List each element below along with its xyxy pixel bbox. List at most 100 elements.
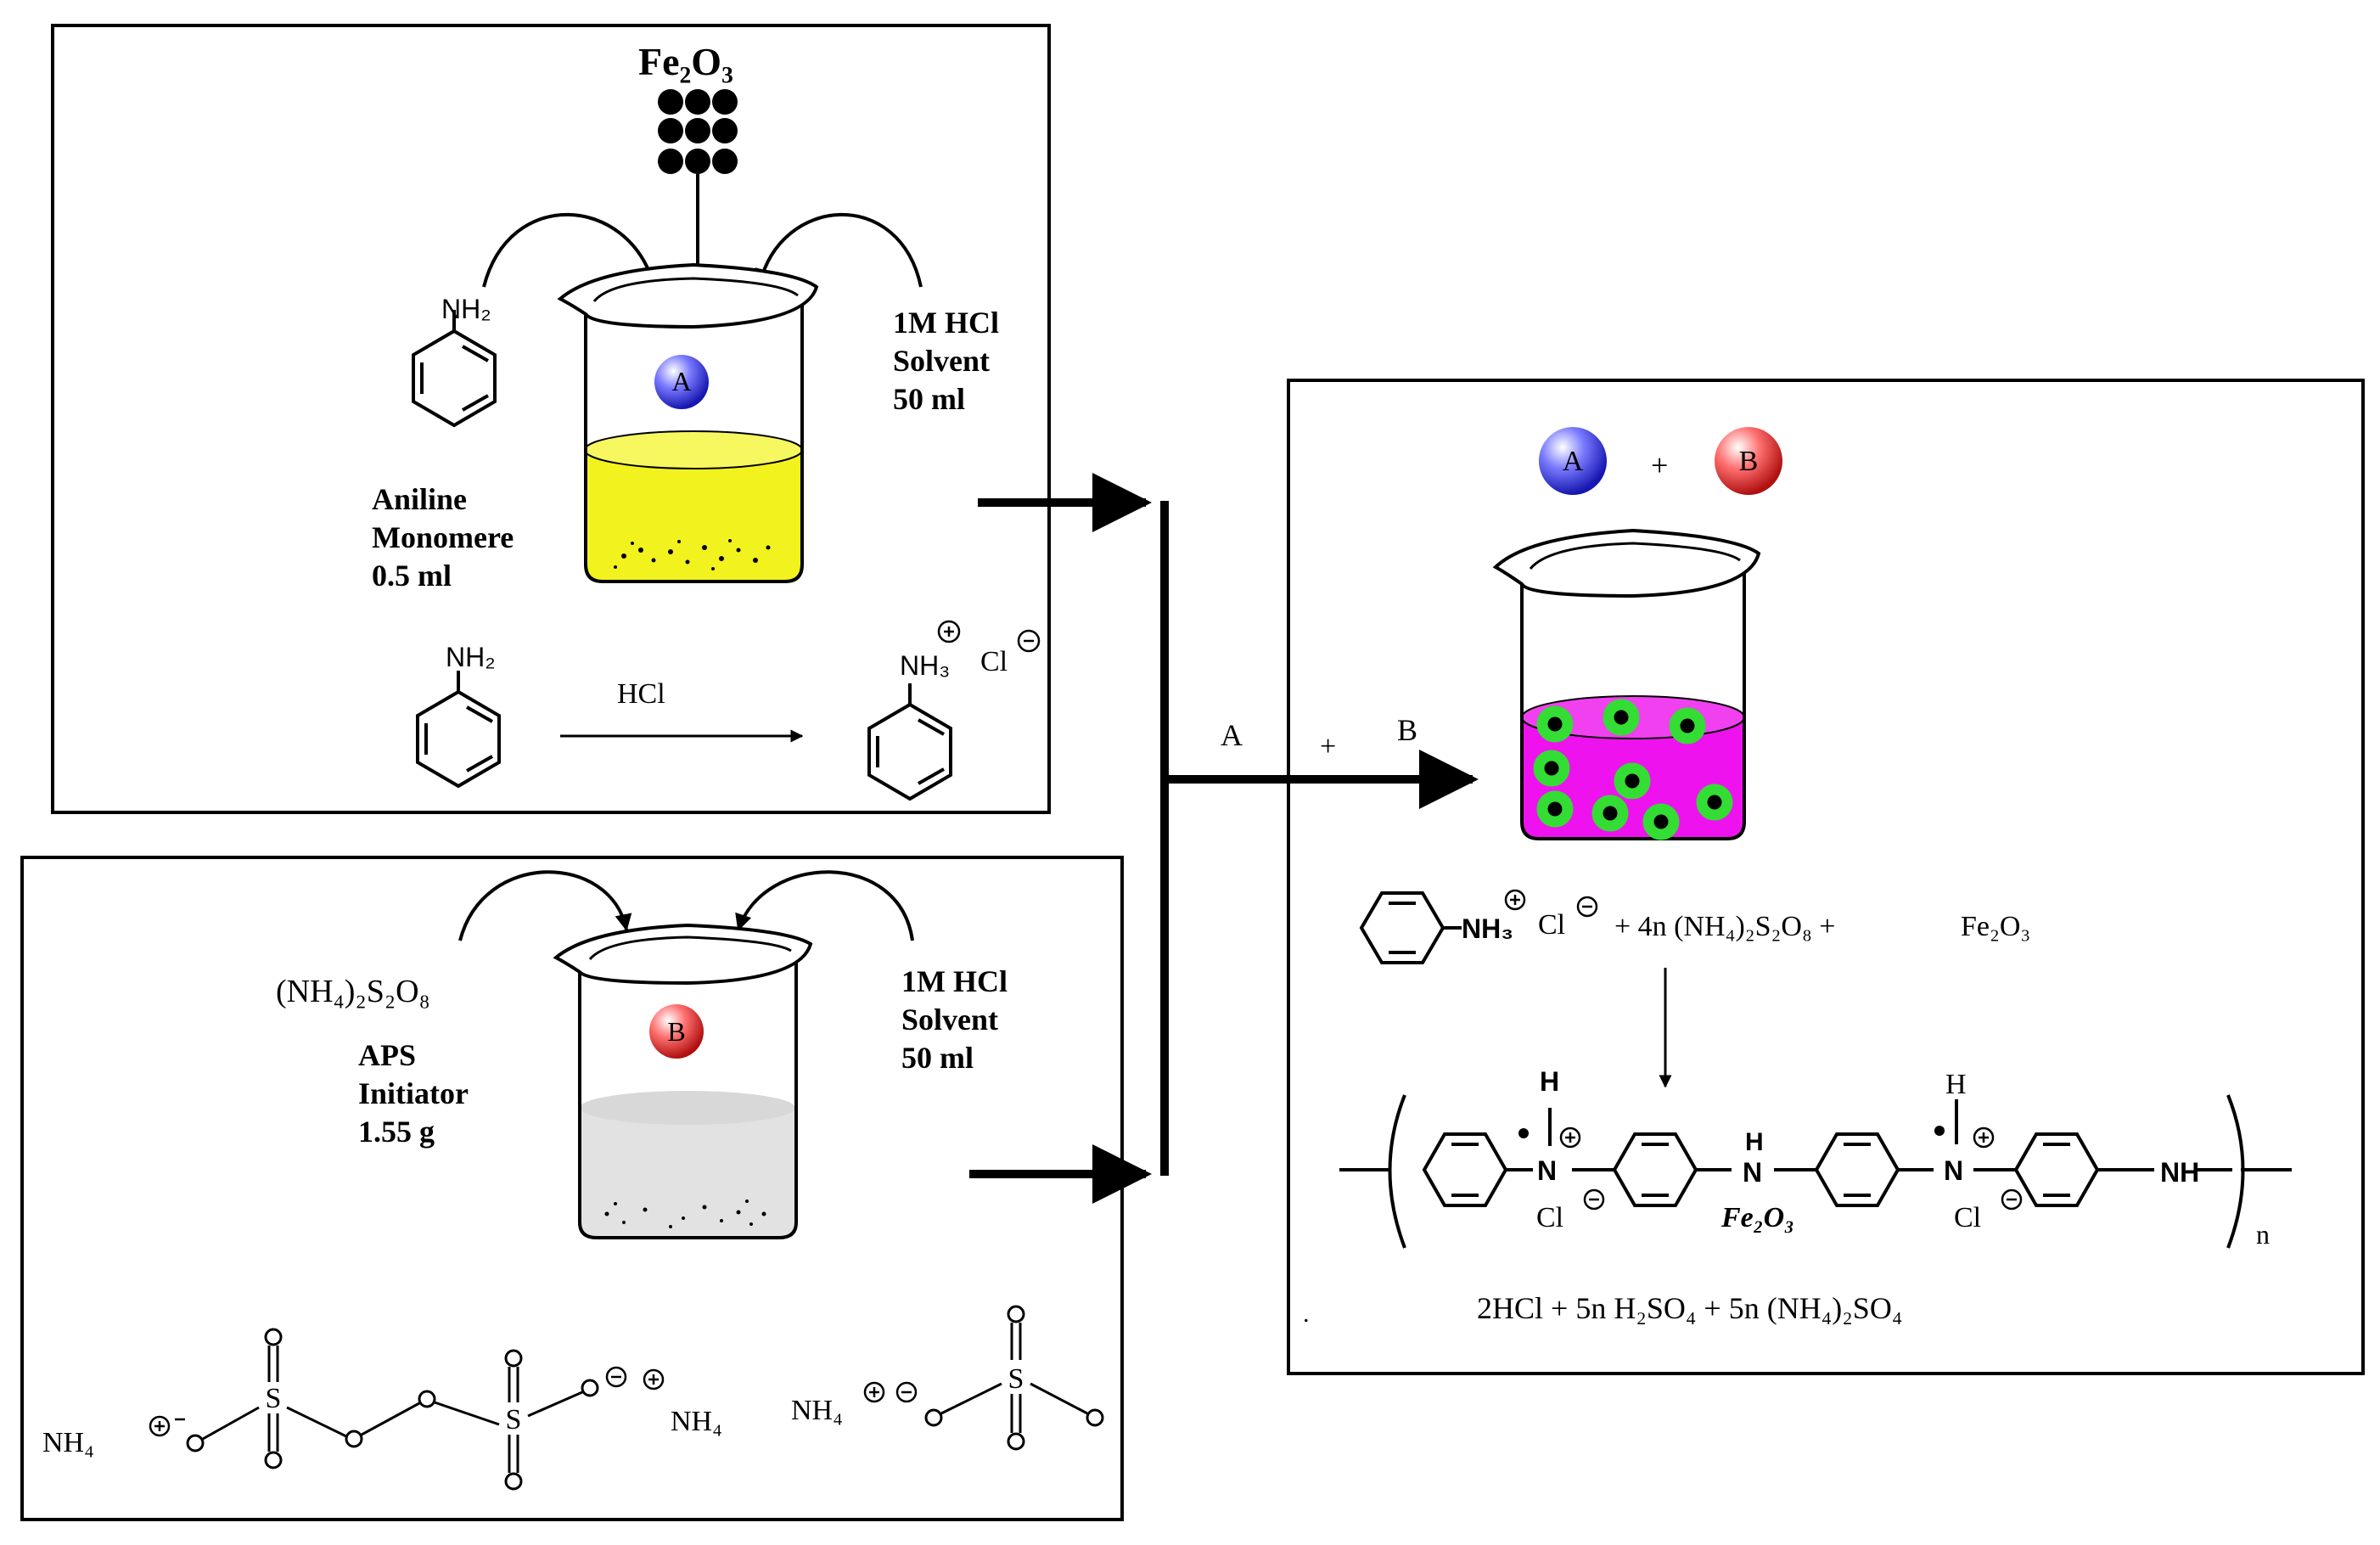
stray-dot: . bbox=[1303, 1300, 1310, 1328]
reactant-nh3: NH₃ bbox=[1462, 913, 1513, 944]
particle-dot bbox=[712, 149, 738, 174]
connector-b-label: B bbox=[1397, 713, 1417, 747]
yellow-liquid-surface bbox=[584, 430, 803, 469]
byproducts-equation: 2HCl + 5n H₂SO₄ + 5n (NH₄)₂SO₄ bbox=[1477, 1291, 1902, 1325]
sulfate-structure: NH₄ S bbox=[791, 1305, 1104, 1451]
beaker-a-body bbox=[584, 301, 804, 583]
polymer-cl-1: Cl bbox=[1536, 1202, 1563, 1233]
hcl-solvent-b-label-2: Solvent bbox=[901, 1003, 998, 1037]
beaker-a bbox=[557, 262, 819, 583]
sulfur-2: S bbox=[506, 1404, 522, 1435]
hcl-solvent-b-label-1: 1M HCl bbox=[901, 964, 1008, 998]
polymer-fe2o3: Fe₂O₃ bbox=[1720, 1202, 1794, 1233]
particle-dot bbox=[658, 149, 683, 174]
hcl-solvent-b-label-3: 50 ml bbox=[901, 1041, 974, 1075]
nh2-label-reaction: NH₂ bbox=[446, 642, 496, 672]
aniline-structure-bottom bbox=[416, 671, 501, 789]
beaker-b bbox=[553, 923, 813, 1239]
core-shell-particle bbox=[1591, 795, 1629, 832]
particle-dot bbox=[712, 118, 738, 143]
beaker-a-rim-inner bbox=[592, 277, 799, 302]
hcl-solvent-label-1: 1M HCl bbox=[893, 306, 999, 340]
hcl-pour-arrow bbox=[755, 212, 923, 288]
nh4-mid: NH₄ bbox=[671, 1406, 722, 1437]
polymer-n-nh: N bbox=[1743, 1157, 1762, 1188]
fe2o3-particles bbox=[658, 89, 738, 174]
nh3-label: NH₃ bbox=[900, 650, 950, 681]
particle-dot bbox=[685, 149, 710, 174]
core-shell-particle bbox=[1614, 762, 1651, 800]
panel-a-frame bbox=[51, 24, 1051, 814]
aps-label-3: 1.55 g bbox=[358, 1115, 435, 1149]
core-shell-particle bbox=[1642, 803, 1680, 840]
grey-liquid-surface bbox=[580, 1091, 795, 1125]
aps-label-1: APS bbox=[358, 1038, 416, 1072]
aniline-label-2: Monomere bbox=[372, 520, 514, 554]
ball-b bbox=[649, 1004, 704, 1059]
nh2-label-top: NH₂ bbox=[441, 294, 491, 324]
polymer-n-2: N bbox=[1944, 1155, 1963, 1186]
beaker-c-rim-inner bbox=[1529, 542, 1741, 570]
beaker-b-body bbox=[578, 959, 798, 1239]
aps-label-2: Initiator bbox=[358, 1076, 469, 1110]
beaker-b-rim bbox=[553, 923, 813, 986]
sediment-b bbox=[604, 1199, 766, 1228]
negative-charge bbox=[1017, 629, 1041, 653]
ball-b-product bbox=[1715, 427, 1782, 495]
fe2o3-title: Fe₂O₃ bbox=[638, 40, 733, 83]
grey-liquid bbox=[580, 1108, 796, 1238]
ball-plus: + bbox=[1651, 448, 1668, 482]
core-shell-particle bbox=[1603, 699, 1640, 736]
core-shell-particle bbox=[1536, 705, 1574, 743]
aps-pour-arrow bbox=[458, 870, 632, 941]
reactant-anilinium bbox=[1359, 891, 1462, 964]
ball-b-label: B bbox=[667, 1016, 685, 1047]
connector-plus-label: + bbox=[1320, 731, 1336, 762]
hcl-reagent-label: HCl bbox=[617, 678, 665, 710]
yellow-liquid bbox=[586, 450, 802, 581]
particle-dot bbox=[658, 118, 683, 143]
nh4-right: NH₄ bbox=[791, 1395, 843, 1426]
positive-charge bbox=[937, 620, 961, 643]
mixing-connector: A + B bbox=[969, 473, 1479, 1204]
particle-dot bbox=[685, 89, 710, 115]
pani-polymer-chain bbox=[1339, 1094, 2292, 1249]
beaker-a-rim bbox=[557, 262, 819, 329]
ball-a-product-label: A bbox=[1563, 446, 1584, 477]
core-shell-particle bbox=[1696, 784, 1733, 821]
polymer-h-2: H bbox=[1945, 1069, 1967, 1100]
aps-formula: (NH₄)₂S₂O₈ bbox=[276, 974, 430, 1009]
nh4-left: NH₄ bbox=[42, 1427, 94, 1458]
hcl-pour-arrow-b bbox=[735, 870, 914, 941]
cl-label: Cl bbox=[980, 646, 1008, 677]
polymer-cl-2: Cl bbox=[1954, 1202, 1981, 1233]
reactant-fe2o3: Fe₂O₃ bbox=[1961, 911, 2030, 942]
core-shell-particle bbox=[1533, 750, 1570, 787]
ball-a bbox=[654, 355, 709, 409]
panel-polymerization: A + B bbox=[1287, 379, 2365, 1375]
core-shell-particle bbox=[1536, 790, 1574, 828]
panel-aniline-solution: Fe₂O₃ bbox=[51, 24, 1051, 814]
beaker-b-rim-inner bbox=[588, 935, 792, 961]
polymer-n-1: N bbox=[1537, 1155, 1557, 1186]
aniline-label-3: 0.5 ml bbox=[372, 559, 452, 593]
polymer-h-nh: H bbox=[1745, 1128, 1764, 1156]
polymer-h-1: H bbox=[1540, 1066, 1559, 1097]
reactant-rest: + 4n (NH₄)₂S₂O₈ + bbox=[1614, 911, 1835, 942]
polymer-nh-end: NH bbox=[2160, 1157, 2199, 1188]
particle-dot bbox=[712, 89, 738, 115]
hcl-solvent-label-2: Solvent bbox=[893, 344, 990, 378]
panel-c-frame bbox=[1287, 379, 2365, 1375]
aniline-pour-arrow bbox=[482, 212, 658, 288]
aniline-structure-top bbox=[412, 310, 497, 428]
particle-dot bbox=[658, 89, 683, 115]
core-shell-particle bbox=[1669, 707, 1706, 744]
panel-aps-solution: B (NH₄)₂S₂O₈ APS Initiator 1.55 g 1M HCl… bbox=[20, 856, 1124, 1521]
ball-a-product bbox=[1539, 427, 1607, 495]
polymer-repeat-n: n bbox=[2256, 1219, 2270, 1250]
sulfur-3: S bbox=[1008, 1363, 1024, 1395]
fe2o3-core-shell-particles bbox=[1533, 699, 1733, 840]
ball-b-product-label: B bbox=[1739, 446, 1759, 477]
